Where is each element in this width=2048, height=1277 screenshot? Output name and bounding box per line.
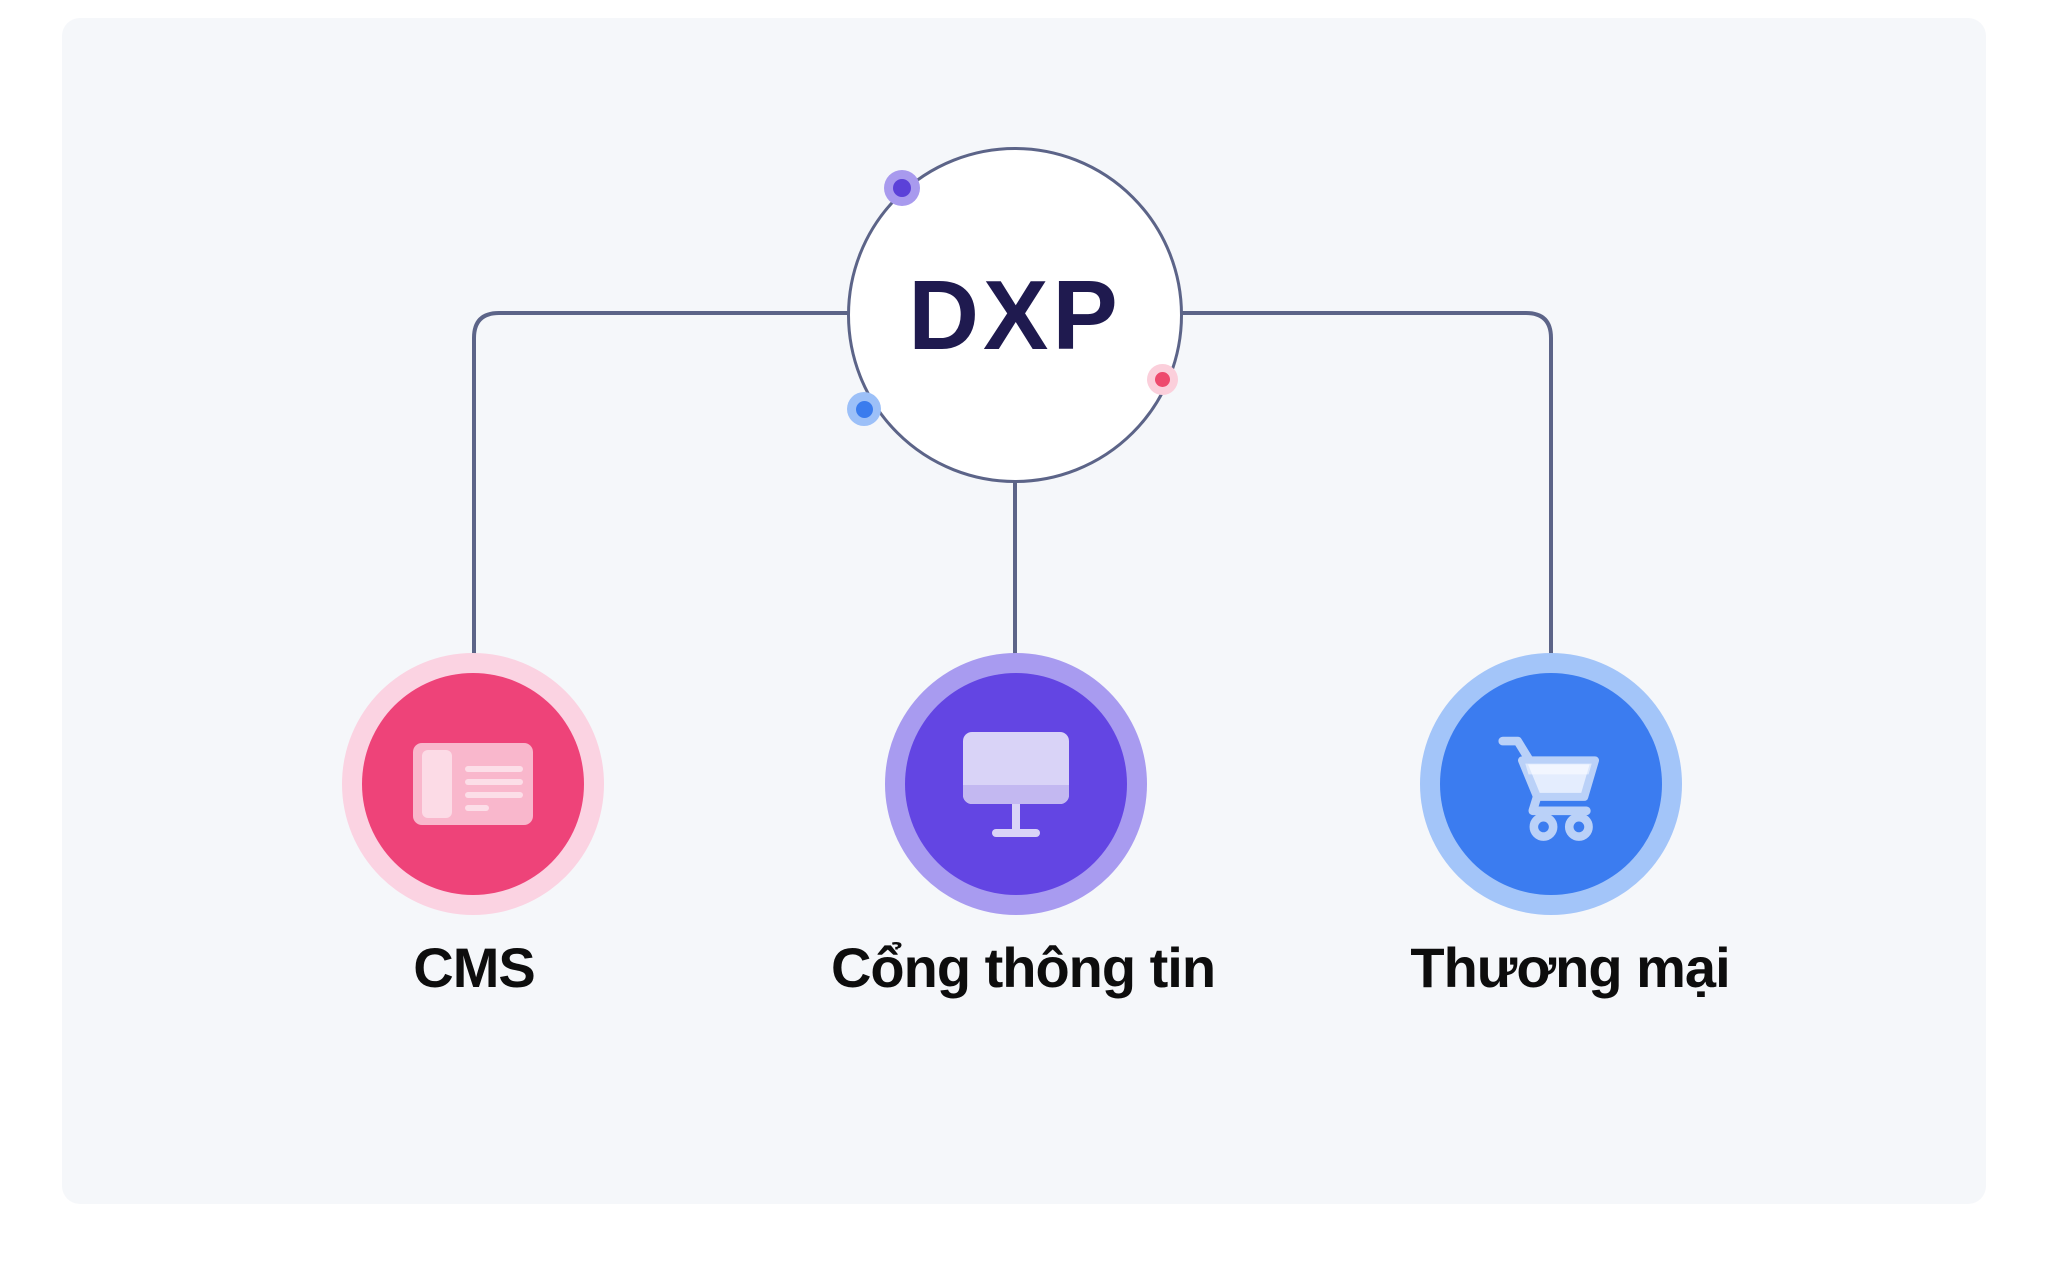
decorative-dot-purple-core [893,179,911,197]
node-portal [885,653,1147,915]
decorative-dot-blue [847,392,881,426]
shopping-cart-icon [1498,736,1600,841]
node-commerce-label: Thương mại [1410,936,1730,999]
article-card-image-block [422,750,452,818]
monitor-screen [963,731,1069,804]
article-card-text-line [465,766,523,772]
node-portal-label: Cổng thông tin [830,936,1216,999]
article-card-icon [413,743,533,825]
connector-left [472,311,1015,784]
decorative-dot-pink-core [1155,372,1170,387]
node-cms-inner-circle [362,673,584,895]
article-card-text-line [465,779,523,785]
monitor-screen-strip [963,784,1069,804]
decorative-dot-pink [1147,364,1178,395]
node-commerce [1420,653,1682,915]
root-node-label: DXP [908,260,1122,370]
monitor-icon [963,731,1069,837]
monitor-stand [1012,803,1020,829]
node-commerce-inner-circle [1440,673,1662,895]
monitor-base [992,828,1040,837]
decorative-dot-blue-core [855,400,873,418]
node-cms [342,653,604,915]
connector-right [1015,311,1553,784]
article-card-text-line [465,805,489,811]
node-cms-label: CMS [413,936,535,999]
decorative-dot-purple [884,170,920,206]
node-portal-inner-circle [905,673,1127,895]
article-card-text-line [465,792,523,798]
